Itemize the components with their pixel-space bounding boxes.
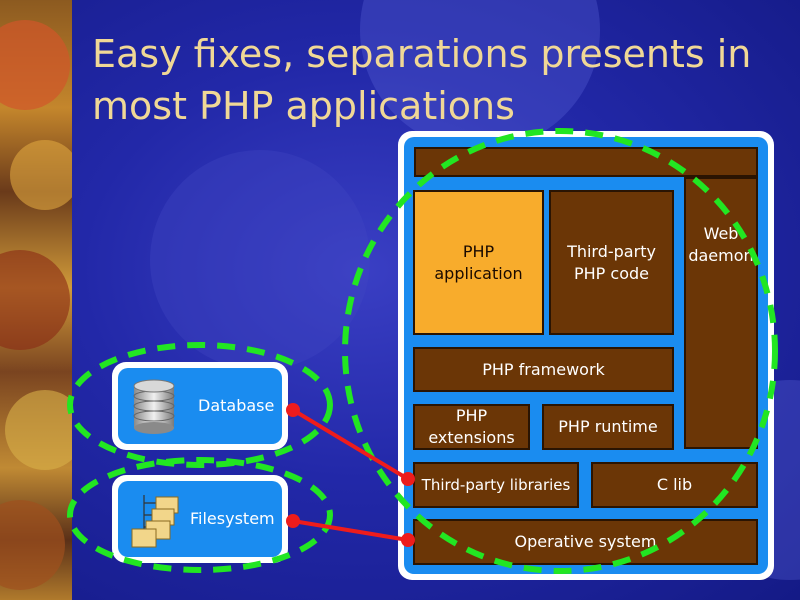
filesystem-highlight-ellipse [67,457,333,573]
c-lib-layer: C lib [591,462,758,508]
third-party-php-layer: Third-party PHP code [549,190,674,335]
folders-icon [131,495,179,548]
php-runtime-layer: PHP runtime [542,404,674,450]
filesystem-label: Filesystem [190,509,275,528]
connector-endpoint [401,533,415,547]
database-label: Database [198,396,275,415]
database-icon [133,379,175,434]
web-daemon-highlight-ellipse [342,128,778,574]
connector-endpoint [286,514,300,528]
php-framework-layer: PHP framework [413,347,674,392]
operative-system-layer: Operative system [413,519,758,565]
slide-title: Easy fixes, separations presents in most… [92,32,752,128]
filesystem-connector [292,519,409,542]
database-connector [291,408,410,481]
web-daemon-layer: Web daemon [684,177,758,449]
background-gear-icon [150,150,370,370]
database-highlight-ellipse [67,342,333,468]
decorative-gear-strip [0,0,72,600]
database-node: Database [112,362,288,450]
filesystem-node: Filesystem [112,475,288,563]
connector-endpoint [401,472,415,486]
php-application-layer: PHP application [413,190,544,335]
connector-endpoint [286,403,300,417]
php-extensions-layer: PHP extensions [413,404,530,450]
third-party-libraries-layer: Third-party libraries [413,462,579,508]
